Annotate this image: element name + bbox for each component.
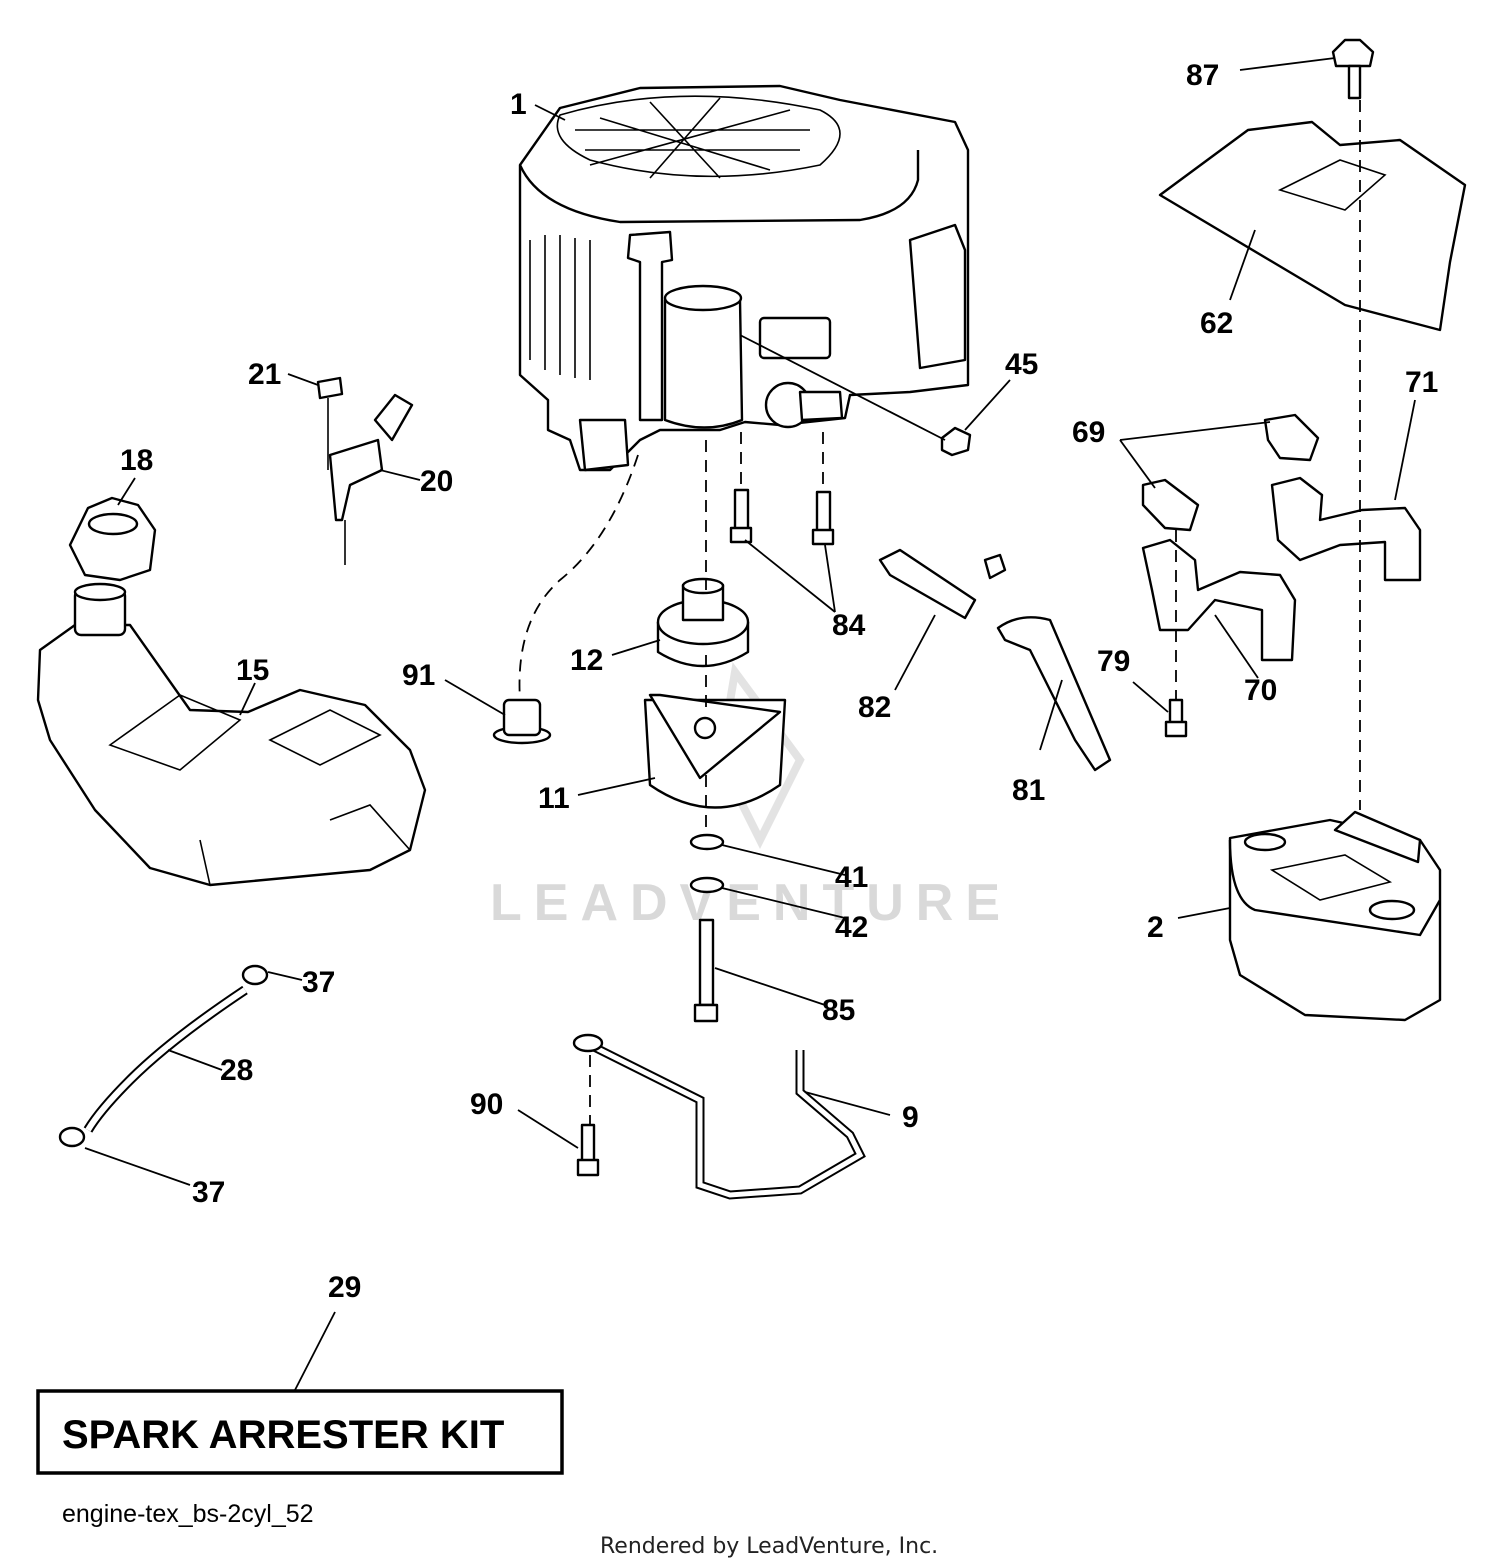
callout-18: 18 [120,444,153,477]
muffler-part [1228,810,1442,1022]
bracket-part [328,393,414,565]
fuel-line-part [83,985,248,1133]
clamp-part [58,964,269,1148]
washer-42-part [689,876,725,894]
callout-91: 91 [402,659,435,692]
callout-2: 2 [1147,911,1164,944]
callout-20: 20 [420,465,453,498]
callout-84: 84 [832,609,866,642]
fuel-cap-part [68,496,157,582]
heat-shield-part [1158,120,1467,332]
engine-bolt-part [729,488,835,546]
hose-81-part [996,616,1112,772]
fuel-filter-part [878,548,1007,620]
spark-arrester-kit-box: SPARK ARRESTER KIT [36,1389,564,1475]
callout-37-top: 37 [302,966,335,999]
callout-11: 11 [538,782,570,815]
callout-9: 9 [902,1101,919,1134]
long-bolt-part [693,918,719,1023]
exhaust-pipe-70-part [1141,538,1297,662]
bolt-part [316,376,344,470]
nut-part [940,426,972,457]
diagram-reference: engine-tex_bs-2cyl_52 [62,1500,314,1528]
callout-41: 41 [835,861,868,894]
callout-87: 87 [1186,59,1219,92]
fuel-tank-part [36,582,427,887]
small-bolt-part [576,1123,600,1177]
kit-label: SPARK ARRESTER KIT [62,1413,504,1457]
callout-71: 71 [1405,366,1438,399]
leader-lines [84,57,1416,1391]
gasket-part [1141,413,1320,532]
callout-1: 1 [510,88,527,121]
callout-42: 42 [835,911,868,944]
callout-21: 21 [248,358,281,391]
rendered-by-credit: Rendered by LeadVenture, Inc. [600,1534,938,1559]
callout-90: 90 [470,1088,503,1121]
callout-28: 28 [220,1054,253,1087]
callout-81: 81 [1012,774,1045,807]
clutch-part [643,693,787,809]
callout-29: 29 [328,1271,361,1304]
callout-85: 85 [822,994,855,1027]
exhaust-pipe-71-part [1270,476,1422,582]
washer-41-part [689,833,725,851]
alignment-lines [518,100,1361,1125]
engine-part [518,84,970,472]
callout-45: 45 [1005,348,1038,381]
callout-69: 69 [1072,416,1105,449]
callout-70: 70 [1244,674,1277,707]
callout-82: 82 [858,691,891,724]
pulley-part [656,577,750,668]
bushing-part [492,698,552,745]
callout-79: 79 [1097,645,1130,678]
callout-37-bottom: 37 [192,1176,225,1209]
callout-15: 15 [236,654,269,687]
callout-labels: 1 87 62 21 45 71 18 20 69 15 84 12 91 82… [120,59,1438,1304]
knob-part [1331,38,1375,100]
watermark-text: LEADVENTURE [490,874,1012,932]
callout-12: 12 [570,644,603,677]
pipe-bolt-part [1164,698,1188,738]
callout-62: 62 [1200,307,1233,340]
rod-part [572,1033,866,1200]
